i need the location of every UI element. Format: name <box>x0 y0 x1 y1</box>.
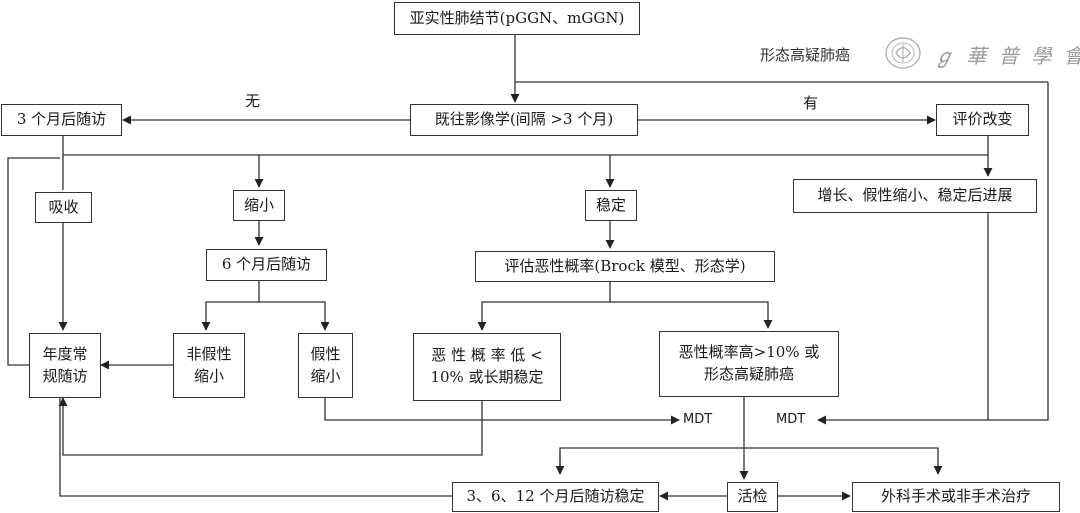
node-high-probability: 恶性概率高>10% 或 形态高疑肺癌 <box>659 331 839 397</box>
node-evaluate-change: 评价改变 <box>936 104 1029 136</box>
node-low-probability: 恶 性 概 率 低 < 10% 或长期稳定 <box>413 333 561 401</box>
edge-label-none: 无 <box>245 92 261 110</box>
node-prior-imaging: 既往影像学(间隔 >3 个月) <box>410 104 638 136</box>
node-biopsy: 活检 <box>727 482 778 512</box>
node-followup-3-6-12: 3、6、12 个月后随访稳定 <box>452 482 659 512</box>
watermark-text: 形态高疑肺癌 <box>760 46 851 64</box>
node-assess-probability: 评估恶性概率(Brock 模型、形态学) <box>475 251 775 282</box>
edge-to-mdt-right <box>817 82 1049 425</box>
edge-label-mdt-right: MDT <box>776 412 806 427</box>
node-non-pseudo-shrink: 非假性 缩小 <box>173 333 245 398</box>
edge-label-mdt-left: MDT <box>683 412 713 427</box>
node-followup-3m: 3 个月后随访 <box>1 104 122 136</box>
node-annual-followup: 年度常 规随访 <box>29 333 101 398</box>
edge-label-yes: 有 <box>803 94 819 112</box>
node-absorbed: 吸收 <box>35 192 92 223</box>
node-shrink: 缩小 <box>233 190 285 221</box>
watermark-brand: ℊ 華 普 學 會 <box>934 44 1080 68</box>
node-treatment: 外科手术或非手术治疗 <box>852 482 1060 512</box>
node-start: 亚实性肺结节(pGGN、mGGN) <box>394 2 640 35</box>
seal-logo-icon <box>885 37 921 69</box>
node-growth: 增长、假性缩小、稳定后进展 <box>793 179 1037 213</box>
node-pseudo-shrink: 假性 缩小 <box>298 333 353 398</box>
node-followup-6m: 6 个月后随访 <box>206 249 327 281</box>
node-stable: 稳定 <box>585 190 637 221</box>
